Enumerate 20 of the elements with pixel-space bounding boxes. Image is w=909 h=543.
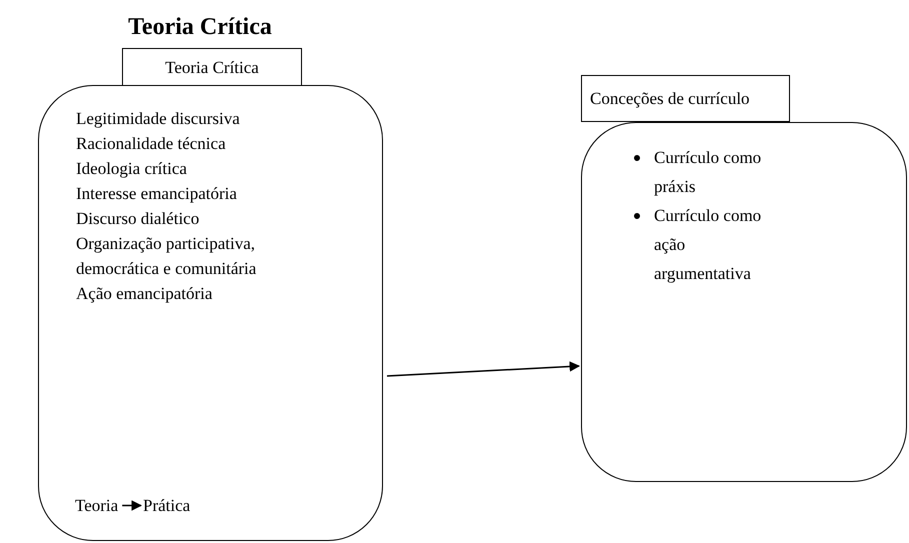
list-item-text: Currículo como ação argumentativa (654, 205, 762, 285)
text-label: Racionalidade técnica (76, 133, 226, 155)
arrow (122, 500, 142, 511)
text-label: Prática (143, 493, 190, 518)
text-label: Teoria (75, 493, 118, 518)
text-label: Conceções de currículo (590, 88, 750, 110)
text-label: Ideologia crítica (76, 158, 187, 180)
header-box (122, 48, 302, 85)
rounded-box (38, 85, 383, 541)
text-label: Ação emancipatória (76, 283, 212, 305)
list-item-text: Currículo como práxis (654, 147, 762, 198)
diagram-title: Teoria Crítica (127, 14, 273, 41)
text-label: Teoria Crítica (165, 57, 259, 79)
header-box (581, 75, 790, 122)
text-label: Discurso dialético (76, 208, 200, 230)
arrow (386, 361, 580, 377)
rounded-box (581, 122, 907, 482)
text-label: Legitimidade discursiva (76, 108, 240, 130)
text-label: Interesse emancipatória (76, 183, 237, 205)
text-label: Organização participativa, democrática e comunitária (76, 233, 258, 280)
